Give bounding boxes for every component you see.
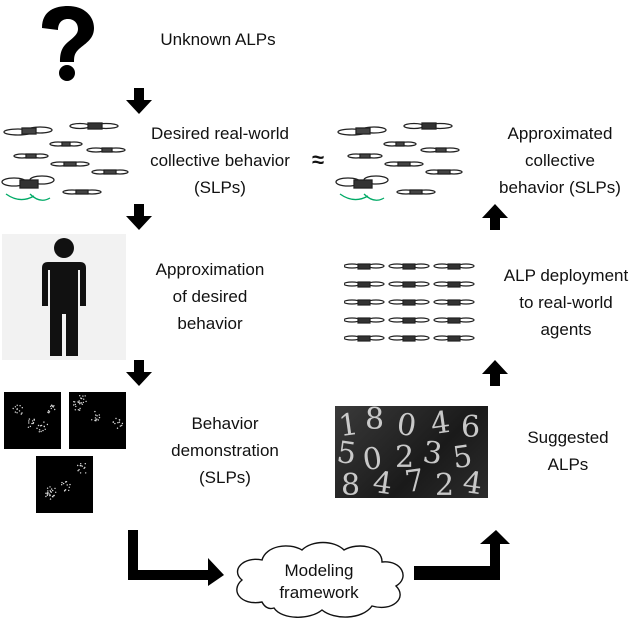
- arrow-down-icon: [126, 204, 152, 230]
- arrow-down-icon: [126, 88, 152, 114]
- alp-deployment-label: ALP deployment to real-world agents: [492, 262, 636, 343]
- digit-glyph: 2: [435, 468, 455, 498]
- desired-behavior-label: Desired real-world collective behavior (…: [135, 120, 305, 201]
- demonstration-image: [36, 456, 93, 513]
- cloud-shape: [236, 541, 404, 618]
- alp-deployment-line3: agents: [540, 320, 592, 339]
- demonstration-line3: (SLPs): [199, 468, 251, 487]
- approximation-line1: Approximation: [155, 260, 265, 279]
- alp-deployment-line2: to real-world: [519, 293, 613, 312]
- drone-swarm-image: [1, 122, 129, 201]
- drone-grid-image: [344, 263, 475, 342]
- desired-behavior-line2: collective behavior: [150, 151, 290, 170]
- arrow-down-icon: [126, 360, 152, 386]
- demonstration-line2: demonstration: [171, 441, 279, 460]
- framework-line1: Modeling: [284, 561, 354, 580]
- framework-line2: framework: [279, 583, 359, 602]
- arrow-right-elbow-icon: [128, 530, 224, 586]
- approximation-label: Approximation of desired behavior: [140, 256, 280, 337]
- demonstration-line1: Behavior: [191, 414, 259, 433]
- digit-glyph: 4: [370, 464, 395, 498]
- arrow-up-icon: [482, 204, 508, 230]
- approximated-behavior-line2: collective: [525, 151, 595, 170]
- suggested-line2: ALPs: [547, 455, 589, 474]
- demonstration-dots: [12, 395, 124, 500]
- approximation-line3: behavior: [177, 314, 243, 333]
- arrow-up-icon: [482, 360, 508, 386]
- desired-behavior-line1: Desired real-world: [151, 124, 289, 143]
- approximated-behavior-line3: behavior (SLPs): [499, 178, 621, 197]
- question-mark-icon: [42, 6, 94, 81]
- approximation-line2: of desired: [172, 287, 248, 306]
- digit-glyph: 8: [341, 468, 361, 498]
- approximated-behavior-line1: Approximated: [507, 124, 613, 143]
- suggested-label: Suggested ALPs: [508, 424, 628, 478]
- demonstration-image: [69, 392, 126, 449]
- arrow-up-elbow-icon: [414, 530, 510, 580]
- drone-swarm-image: [335, 122, 463, 201]
- digit-glyph: 0: [394, 406, 419, 445]
- human-figure-image: [2, 234, 126, 360]
- digit-glyph: 4: [460, 464, 485, 498]
- desired-behavior-line3: (SLPs): [194, 178, 246, 197]
- framework-label: Modeling framework: [244, 560, 394, 604]
- approx-equal-sign: ≈: [311, 147, 325, 172]
- alp-deployment-line1: ALP deployment: [503, 266, 629, 285]
- digit-glyph: 6: [461, 410, 481, 445]
- suggested-line1: Suggested: [527, 428, 609, 447]
- digit-glyph: 3: [420, 434, 445, 473]
- person-icon: [42, 238, 86, 356]
- demonstration-label: Behavior demonstration (SLPs): [160, 410, 290, 491]
- approximated-behavior-label: Approximated collective behavior (SLPs): [480, 120, 636, 201]
- digit-glyph: 2: [395, 440, 415, 475]
- digit-glyph: 8: [365, 406, 385, 437]
- digit-glyph: 5: [335, 434, 359, 473]
- unknown-alps-label: Unknown ALPs: [160, 30, 276, 49]
